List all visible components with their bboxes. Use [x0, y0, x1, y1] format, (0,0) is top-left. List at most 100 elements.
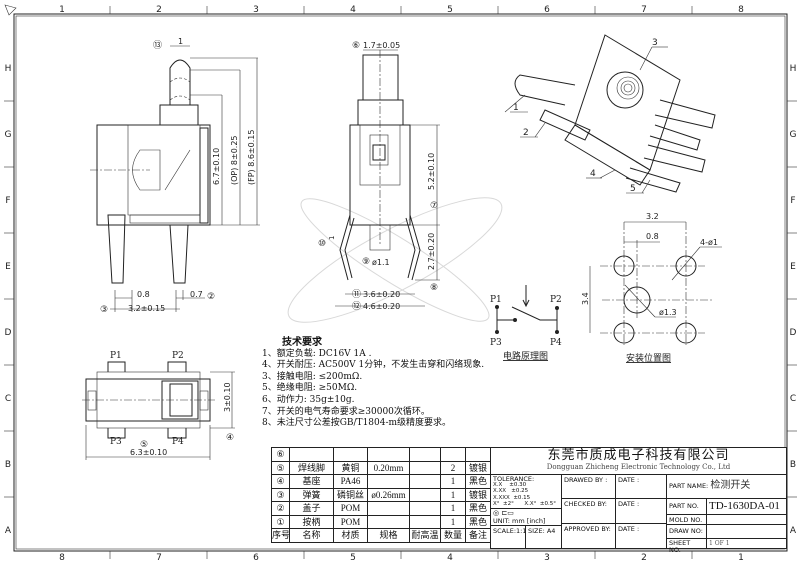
grid-label: 8 — [59, 553, 65, 563]
projection-unit: ◎ ⊏▭ UNIT: mm [inch] — [490, 508, 562, 526]
tolerance-block: TOLERANCE: X.X ±0.30 X.XX ±0.25 X.XXX ±0… — [490, 474, 562, 509]
grid-label: A — [5, 526, 12, 536]
svg-text:1: 1 — [328, 236, 336, 240]
watermark-logo — [287, 197, 503, 323]
bom-cell: ③ — [271, 487, 290, 502]
grid-label: 4 — [447, 553, 453, 563]
grid-label: D — [5, 328, 12, 338]
svg-text:⑥: ⑥ — [352, 41, 360, 51]
bom-cell: 材质 — [333, 528, 368, 543]
bom-cell: 基座 — [289, 474, 334, 489]
svg-text:0.7: 0.7 — [190, 290, 203, 299]
bom-cell: 数量 — [440, 528, 466, 543]
grid-label: G — [5, 130, 12, 140]
grid-label: 2 — [641, 553, 647, 563]
grid-label: C — [5, 394, 11, 404]
svg-text:6.7±0.10: 6.7±0.10 — [212, 148, 221, 185]
bom-cell: 序号 — [271, 528, 290, 543]
orientation-mark-icon — [4, 4, 17, 16]
svg-text:6.3±0.10: 6.3±0.10 — [130, 448, 167, 457]
grid-label: E — [790, 262, 796, 272]
svg-text:3.4: 3.4 — [581, 292, 590, 305]
bom-cell: 规格 — [367, 528, 410, 543]
bom-cell: 1 — [440, 514, 466, 529]
svg-text:1: 1 — [178, 37, 183, 46]
bom-cell — [465, 447, 491, 462]
svg-text:(OP) 8±0.25: (OP) 8±0.25 — [230, 135, 239, 185]
requirement-item: 7、开关的电气寿命要求≥30000次循环。 — [262, 406, 430, 417]
bom-cell — [409, 460, 441, 475]
bom-cell: ② — [271, 501, 290, 516]
grid-label: A — [790, 526, 797, 536]
grid-label: 3 — [544, 553, 550, 563]
tolerance-line: X.XXX ±0.15 — [493, 494, 531, 501]
bottom-view: P1 P2 P3 P4 3±0.10 ④ ⑤ 6.3±0.10 — [82, 351, 235, 460]
grid-label: C — [790, 394, 796, 404]
projection-symbol-icon: ◎ ⊏▭ — [493, 509, 514, 517]
grid-label: H — [5, 64, 12, 74]
bom-cell: 耐高温 — [409, 528, 441, 543]
svg-text:③: ③ — [100, 305, 108, 315]
bom-row: ⑥ — [271, 447, 491, 462]
bom-cell: 黑色 — [465, 514, 491, 529]
approved-date: DATE : — [615, 523, 667, 549]
bom-cell: 磷铜丝 — [333, 487, 368, 502]
svg-text:⑪: ⑪ — [352, 289, 361, 300]
svg-text:0.8: 0.8 — [646, 232, 659, 241]
bom-cell — [409, 474, 441, 489]
drawn-by: DRAWED BY : — [561, 474, 616, 499]
svg-text:3.2: 3.2 — [646, 212, 659, 221]
isometric-view: 1 2 3 4 5 — [504, 34, 716, 194]
svg-text:P1: P1 — [110, 351, 122, 361]
bom-cell: 1 — [440, 501, 466, 516]
grid-label: 2 — [156, 5, 162, 15]
requirements-title: 技术要求 — [282, 337, 322, 348]
bom-cell: 黄铜 — [333, 460, 368, 475]
svg-text:②: ② — [207, 292, 215, 302]
svg-text:0.8: 0.8 — [137, 290, 150, 299]
svg-text:P2: P2 — [550, 295, 562, 305]
draw-no-value — [706, 524, 787, 539]
svg-text:3: 3 — [652, 38, 658, 48]
svg-text:5.2±0.10: 5.2±0.10 — [427, 153, 436, 190]
svg-text:ø1.1: ø1.1 — [372, 258, 390, 267]
requirement-item: 5、绝缘电阻: ≥50MΩ. — [262, 383, 358, 394]
grid-label: H — [790, 64, 797, 74]
company-name-en: Dongguan Zhicheng Electronic Technology … — [546, 463, 731, 471]
part-name-label: PART NAME: — [669, 482, 709, 490]
bom-cell: ⑥ — [271, 447, 290, 462]
grid-label: E — [5, 262, 11, 272]
svg-text:3.2±0.15: 3.2±0.15 — [128, 304, 165, 313]
bom-cell: 1 — [440, 474, 466, 489]
part-no-label: PART NO. — [666, 498, 707, 515]
svg-text:⑩: ⑩ — [318, 239, 326, 249]
svg-text:3.6±0.20: 3.6±0.20 — [363, 290, 400, 299]
bom-cell: 0.20mm — [367, 460, 410, 475]
svg-text:P2: P2 — [172, 351, 184, 361]
bom-cell — [333, 447, 368, 462]
bom-cell — [409, 501, 441, 516]
svg-text:⑫: ⑫ — [352, 301, 361, 312]
side-view: 6.7±0.10 (OP) 8±0.25 (FP) 8.6±0.15 ⑬ 1 0… — [90, 37, 260, 315]
front-view: ⑥ 1.7±0.05 5.2±0.10 ⑦ 2.7±0.20 ⑧ ⑩ 1 ⑨ ø… — [318, 41, 440, 312]
svg-text:2: 2 — [523, 128, 529, 138]
bom-cell — [367, 501, 410, 516]
grid-label: 5 — [447, 5, 453, 15]
bom-cell: 盖子 — [289, 501, 334, 516]
svg-text:P3: P3 — [490, 338, 502, 348]
grid-label: 8 — [738, 5, 744, 15]
bom-cell: 焊线脚 — [289, 460, 334, 475]
checked-date: DATE : — [615, 498, 667, 524]
bom-cell — [289, 447, 334, 462]
grid-label: 7 — [641, 5, 647, 15]
requirement-item: 3、接触电阻: ≤200mΩ. — [262, 371, 363, 382]
requirement-item: 8、未注尺寸公差按GB/T1804-m级精度要求。 — [262, 418, 452, 429]
sheet-no-label: SHEET NO. — [666, 538, 707, 554]
svg-text:1: 1 — [513, 103, 519, 113]
bom-cell — [409, 447, 441, 462]
grid-label: F — [5, 196, 10, 206]
sheet-no-value: 1 OF 1 — [706, 538, 787, 549]
grid-label: 3 — [253, 5, 259, 15]
